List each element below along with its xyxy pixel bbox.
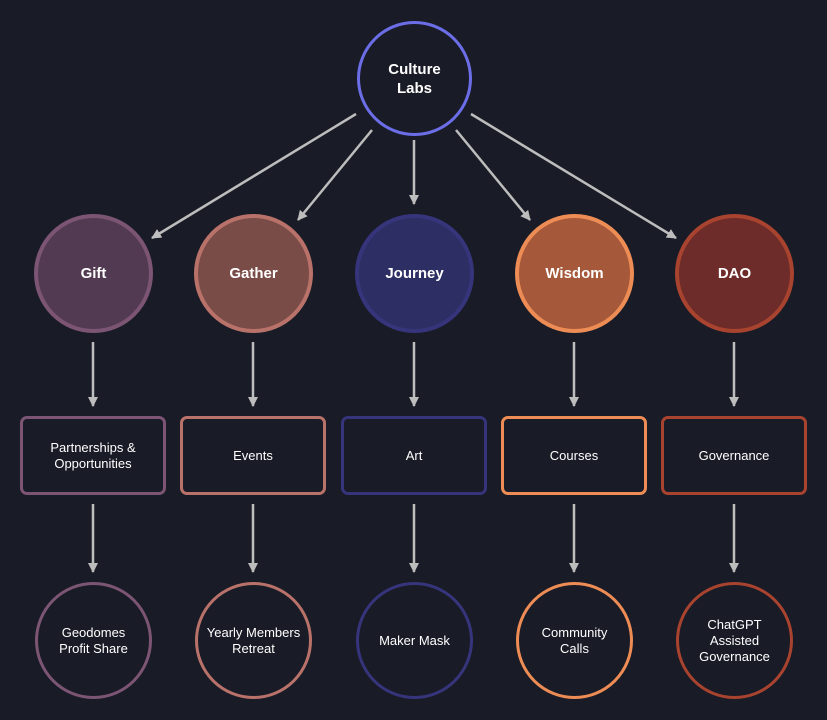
pillar-node-gift: Gift (34, 214, 153, 333)
leaf-label: Community Calls (541, 624, 608, 656)
box-label: Courses (549, 447, 599, 463)
pillar-label: Journey (385, 265, 444, 282)
pillar-node-gather: Gather (194, 214, 313, 333)
category-box-art: Art (341, 416, 487, 495)
root-label: Culture Labs (388, 60, 441, 97)
root-node: Culture Labs (357, 21, 472, 136)
leaf-label: Geodomes Profit Share (59, 624, 128, 656)
pillar-label: Wisdom (545, 265, 604, 282)
box-label: Partnerships & Opportunities (50, 439, 136, 471)
leaf-node-community-calls: Community Calls (516, 582, 633, 699)
leaf-node-geodomes: Geodomes Profit Share (35, 582, 152, 699)
connector-arrow-0 (151, 112, 357, 240)
box-label: Governance (698, 447, 770, 463)
category-box-courses: Courses (501, 416, 647, 495)
pillar-node-journey: Journey (355, 214, 474, 333)
pillar-label: Gather (229, 265, 278, 282)
pillar-node-dao: DAO (675, 214, 794, 333)
connector-arrow-3 (455, 129, 531, 221)
pillar-node-wisdom: Wisdom (515, 214, 634, 333)
leaf-node-maker-mask: Maker Mask (356, 582, 473, 699)
category-box-events: Events (180, 416, 326, 495)
box-label: Art (405, 447, 423, 463)
category-box-partnerships: Partnerships & Opportunities (20, 416, 166, 495)
category-box-governance: Governance (661, 416, 807, 495)
connector-arrow-4 (470, 112, 677, 240)
leaf-node-retreat: Yearly Members Retreat (195, 582, 312, 699)
leaf-label: Yearly Members Retreat (206, 624, 301, 656)
leaf-label: ChatGPT Assisted Governance (699, 616, 770, 664)
pillar-label: Gift (80, 265, 107, 282)
connector-arrow-1 (297, 129, 373, 221)
leaf-label: Maker Mask (379, 632, 450, 648)
box-label: Events (233, 447, 273, 463)
leaf-node-chatgpt-governance: ChatGPT Assisted Governance (676, 582, 793, 699)
pillar-label: DAO (717, 265, 752, 282)
